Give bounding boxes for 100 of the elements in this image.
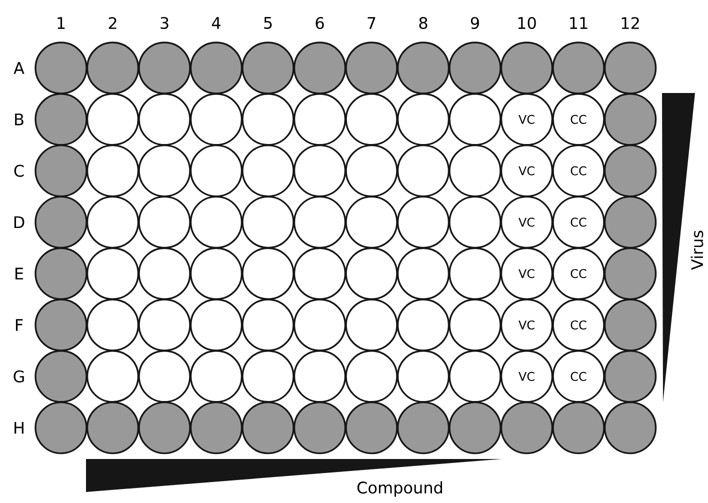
well <box>86 93 140 146</box>
well <box>396 144 450 198</box>
well <box>242 350 294 403</box>
well: CC <box>552 350 605 403</box>
well <box>34 350 88 403</box>
well <box>448 350 502 403</box>
well <box>293 144 346 198</box>
row-letter: C <box>14 164 24 177</box>
well <box>138 247 191 300</box>
row-letter: A <box>14 62 24 74</box>
well <box>448 247 502 300</box>
well <box>34 144 88 198</box>
well <box>190 196 243 249</box>
well <box>293 93 346 146</box>
well <box>190 298 243 352</box>
well <box>86 42 140 94</box>
well: CC <box>552 247 605 300</box>
well <box>396 247 450 300</box>
well <box>34 247 88 300</box>
well: CC <box>552 196 605 249</box>
column-number: 2 <box>108 17 116 29</box>
well <box>86 298 140 352</box>
well <box>86 350 140 403</box>
axis-label: Compound <box>357 481 442 497</box>
well <box>500 42 554 94</box>
well <box>448 298 502 352</box>
column-number: 3 <box>160 16 168 30</box>
well <box>242 196 294 249</box>
row-letter: H <box>14 422 24 434</box>
well <box>138 298 191 352</box>
column-number: 8 <box>419 16 428 30</box>
well <box>86 401 140 454</box>
row-letter: G <box>14 370 24 382</box>
well <box>34 401 88 454</box>
well <box>448 93 502 146</box>
well <box>448 401 502 454</box>
well <box>34 298 88 352</box>
well <box>604 42 657 94</box>
column-number: 9 <box>470 16 479 30</box>
well <box>345 93 398 146</box>
well <box>604 401 657 454</box>
column-number: 1 <box>58 17 65 29</box>
well <box>138 350 191 403</box>
well <box>293 247 346 300</box>
row-letter: F <box>16 319 23 331</box>
well <box>190 93 243 146</box>
well <box>190 350 243 403</box>
well <box>396 298 450 352</box>
well <box>86 196 140 249</box>
well <box>604 144 657 198</box>
well <box>138 196 191 249</box>
well <box>293 298 346 352</box>
column-number: 5 <box>264 17 272 29</box>
well <box>293 401 346 454</box>
well <box>448 196 502 249</box>
well <box>448 144 502 198</box>
well <box>242 42 294 94</box>
well <box>396 401 450 454</box>
well <box>345 401 398 454</box>
column-number: 10 <box>518 16 536 30</box>
well <box>448 42 502 94</box>
well <box>500 401 554 454</box>
well: VC <box>500 298 554 352</box>
column-number: 6 <box>316 16 324 30</box>
well <box>396 42 450 94</box>
well <box>552 42 605 94</box>
well <box>86 247 140 300</box>
well <box>396 196 450 249</box>
well <box>34 93 88 146</box>
well: CC <box>552 144 605 198</box>
well: VC <box>500 350 554 403</box>
well <box>293 350 346 403</box>
well <box>242 401 294 454</box>
column-number: 4 <box>212 17 220 29</box>
well: VC <box>500 93 554 146</box>
well <box>604 196 657 249</box>
well <box>242 298 294 352</box>
row-letter: D <box>14 216 24 228</box>
well <box>138 42 191 94</box>
well <box>86 144 140 198</box>
well <box>396 93 450 146</box>
row-letter: B <box>15 114 24 126</box>
well <box>345 247 398 300</box>
well <box>552 401 605 454</box>
well: VC <box>500 196 554 249</box>
well <box>345 350 398 403</box>
well <box>190 247 243 300</box>
well <box>604 298 657 352</box>
well <box>190 42 243 94</box>
well <box>604 247 657 300</box>
well <box>242 93 294 146</box>
well <box>190 401 243 454</box>
well <box>138 93 191 146</box>
column-number: 11 <box>570 17 588 29</box>
well <box>396 350 450 403</box>
well <box>345 42 398 94</box>
well <box>293 196 346 249</box>
well: CC <box>552 298 605 352</box>
row-letter: E <box>16 268 24 280</box>
axis-label: Virus <box>690 230 704 270</box>
